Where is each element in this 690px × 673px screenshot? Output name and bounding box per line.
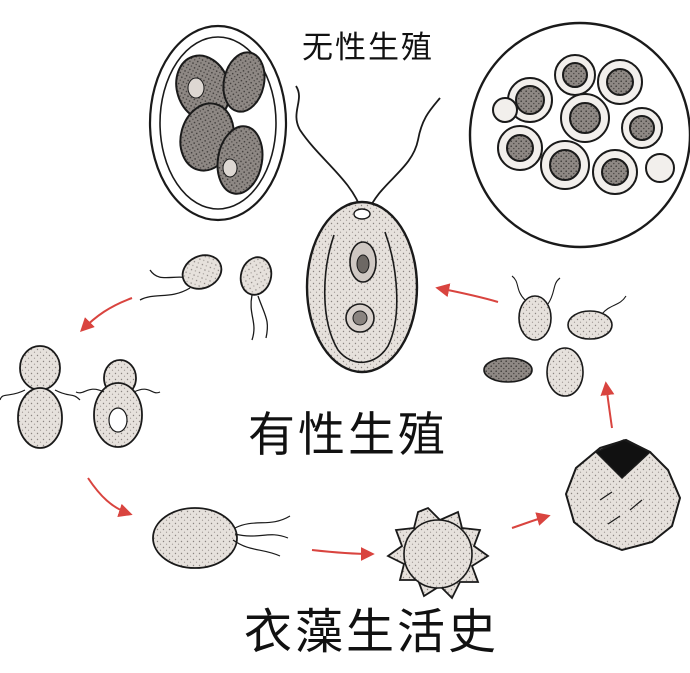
arrow-to-germination (511, 512, 551, 529)
colony-cluster (468, 21, 690, 249)
asexual-reproduction-label: 无性生殖 (302, 30, 434, 66)
released-cells (483, 275, 627, 397)
mature-cell (295, 85, 441, 374)
arrow-to-released (600, 381, 615, 429)
gametes-pair (139, 254, 273, 341)
diagram-title: 衣藻生活史 (244, 604, 500, 660)
cycle-arrows (80, 283, 615, 561)
arrow-to-planozygote (87, 477, 133, 518)
zygospore (386, 506, 490, 600)
arrow-to-zygospore (311, 546, 375, 561)
arrow-to-fusion (80, 297, 133, 332)
fusing-gametes (0, 345, 161, 449)
planozygote (152, 507, 291, 569)
arrow-to-mature (435, 283, 499, 303)
sporangium-four-cells (148, 24, 288, 222)
germinating-zygospore (564, 438, 682, 552)
sexual-reproduction-label: 有性生殖 (248, 408, 448, 463)
